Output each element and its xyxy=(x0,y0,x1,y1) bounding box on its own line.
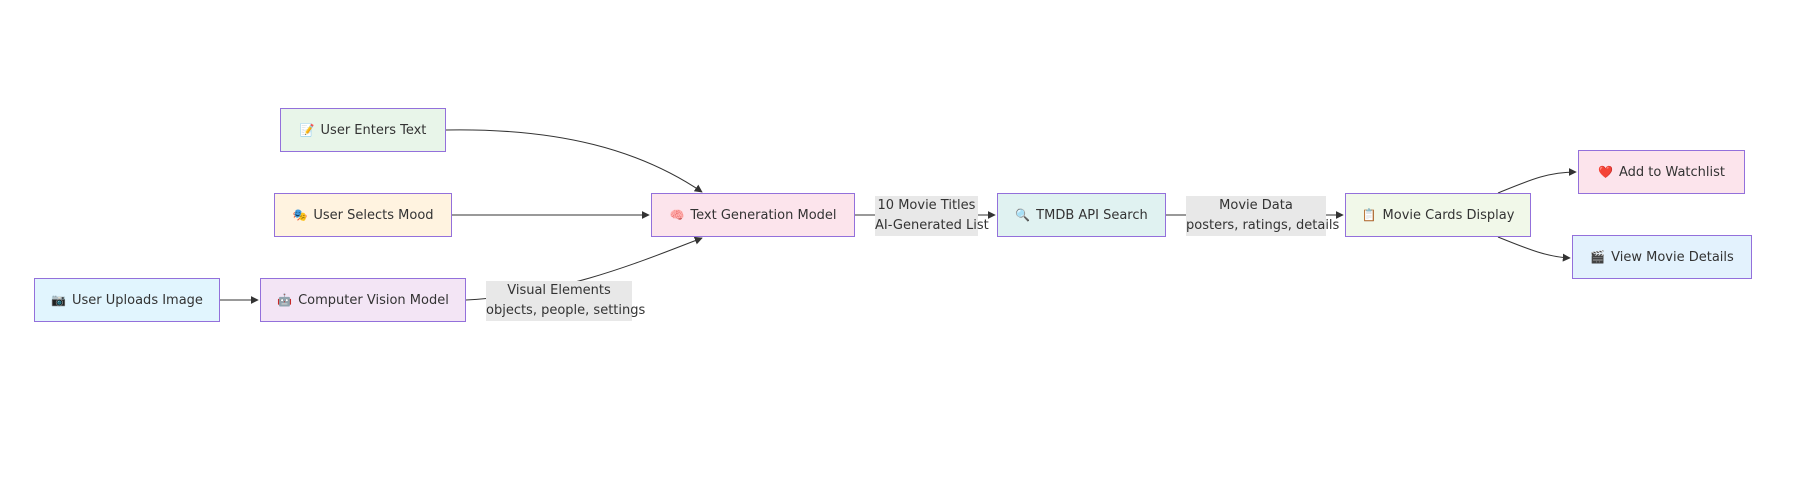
node-label: User Uploads Image xyxy=(72,292,203,308)
edge-label-subtitle: objects, people, settings xyxy=(486,303,646,318)
edge-text-to-textgen xyxy=(445,129,703,193)
edge-label-title: Movie Data xyxy=(1219,198,1293,213)
edge-label-tmdb-to-cards: Movie Data posters, ratings, details xyxy=(1186,196,1340,236)
node-details[interactable]: 🎬 View Movie Details xyxy=(1572,235,1752,279)
node-label: View Movie Details xyxy=(1611,249,1734,265)
memo-icon: 📝 xyxy=(299,123,315,137)
node-upload[interactable]: 📷 User Uploads Image xyxy=(34,278,220,322)
node-label: Text Generation Model xyxy=(690,207,837,223)
node-label: Add to Watchlist xyxy=(1618,164,1725,180)
brain-icon: 🧠 xyxy=(669,208,685,222)
node-watchlist[interactable]: ❤️ Add to Watchlist xyxy=(1578,150,1745,194)
node-label: User Enters Text xyxy=(320,122,427,138)
edge-label-title: 10 Movie Titles xyxy=(877,198,976,213)
node-label: User Selects Mood xyxy=(313,207,434,223)
edge-label-vision-to-textgen: Visual Elements objects, people, settings xyxy=(486,281,646,321)
edge-label-subtitle: AI-Generated List xyxy=(875,218,989,233)
edge-cards-to-watchlist xyxy=(1497,168,1577,194)
node-textgen[interactable]: 🧠 Text Generation Model xyxy=(651,193,855,237)
node-label: Computer Vision Model xyxy=(298,292,449,308)
theater-masks-icon: 🎭 xyxy=(292,208,308,222)
node-tmdb[interactable]: 🔍 TMDB API Search xyxy=(997,193,1166,237)
heart-icon: ❤️ xyxy=(1597,165,1613,179)
node-vision[interactable]: 🤖 Computer Vision Model xyxy=(260,278,466,322)
edge-label-title: Visual Elements xyxy=(507,283,611,298)
clipboard-icon: 📋 xyxy=(1361,208,1377,222)
node-mood[interactable]: 🎭 User Selects Mood xyxy=(274,193,452,237)
edge-cards-to-details xyxy=(1497,236,1571,262)
robot-icon: 🤖 xyxy=(277,293,293,307)
magnifier-icon: 🔍 xyxy=(1015,208,1031,222)
node-cards[interactable]: 📋 Movie Cards Display xyxy=(1345,193,1531,237)
camera-icon: 📷 xyxy=(51,293,66,307)
node-label: Movie Cards Display xyxy=(1382,207,1515,223)
clapperboard-icon: 🎬 xyxy=(1590,250,1606,264)
node-label: TMDB API Search xyxy=(1036,207,1148,223)
edge-label-subtitle: posters, ratings, details xyxy=(1186,218,1340,233)
node-text[interactable]: 📝 User Enters Text xyxy=(280,108,446,152)
